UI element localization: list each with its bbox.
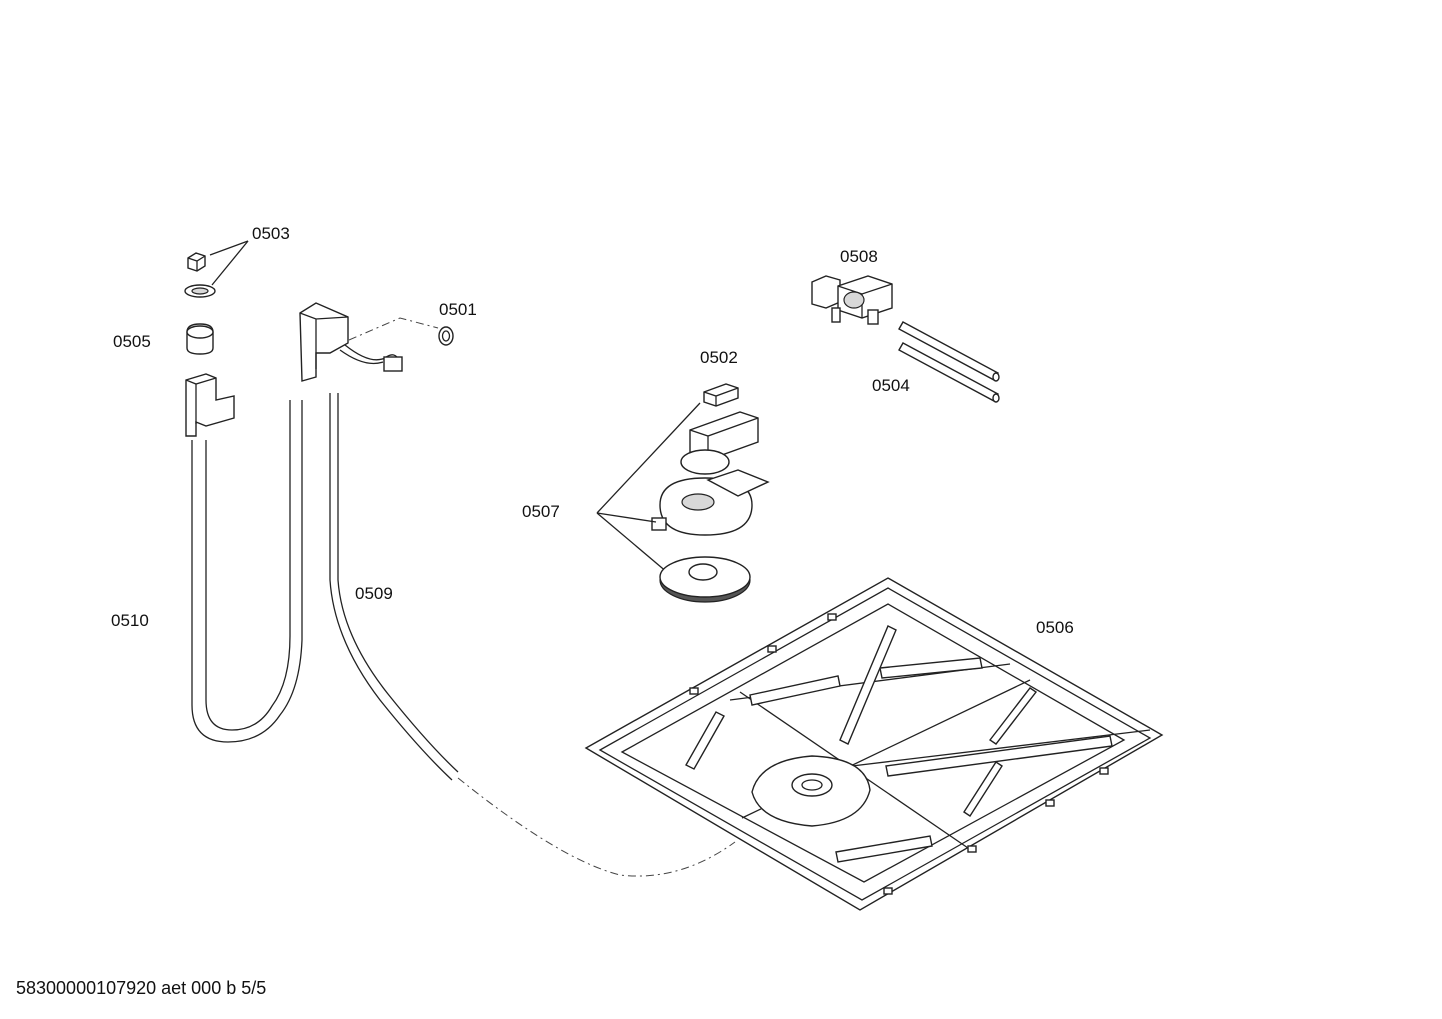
part-0510-inlet-hose <box>185 373 303 743</box>
callout-0502: 0502 <box>700 348 738 367</box>
part-0502-connector <box>703 383 739 407</box>
callout-0501: 0501 <box>439 300 477 319</box>
document-id: 58300000107920 aet 000 b 5/5 <box>16 978 267 998</box>
callout-0504: 0504 <box>872 376 910 395</box>
part-0507-float-switch <box>596 402 770 603</box>
callout-0507: 0507 <box>522 502 560 521</box>
part-0506-base-plate <box>584 577 1164 911</box>
part-hose-connector-with-wires <box>299 302 439 382</box>
part-0505-nut <box>186 323 214 355</box>
part-0501-ring <box>438 326 454 346</box>
callout-0506: 0506 <box>1036 618 1074 637</box>
part-0504-rods <box>898 321 1000 403</box>
callout-0510: 0510 <box>111 611 149 630</box>
part-0509-drain-tube <box>329 393 736 877</box>
part-0503-cap-and-washer <box>184 240 249 298</box>
callout-0508: 0508 <box>840 247 878 266</box>
callout-0509: 0509 <box>355 584 393 603</box>
callout-0503: 0503 <box>252 224 290 243</box>
callout-0505: 0505 <box>113 332 151 351</box>
part-0508-valve <box>811 275 893 325</box>
